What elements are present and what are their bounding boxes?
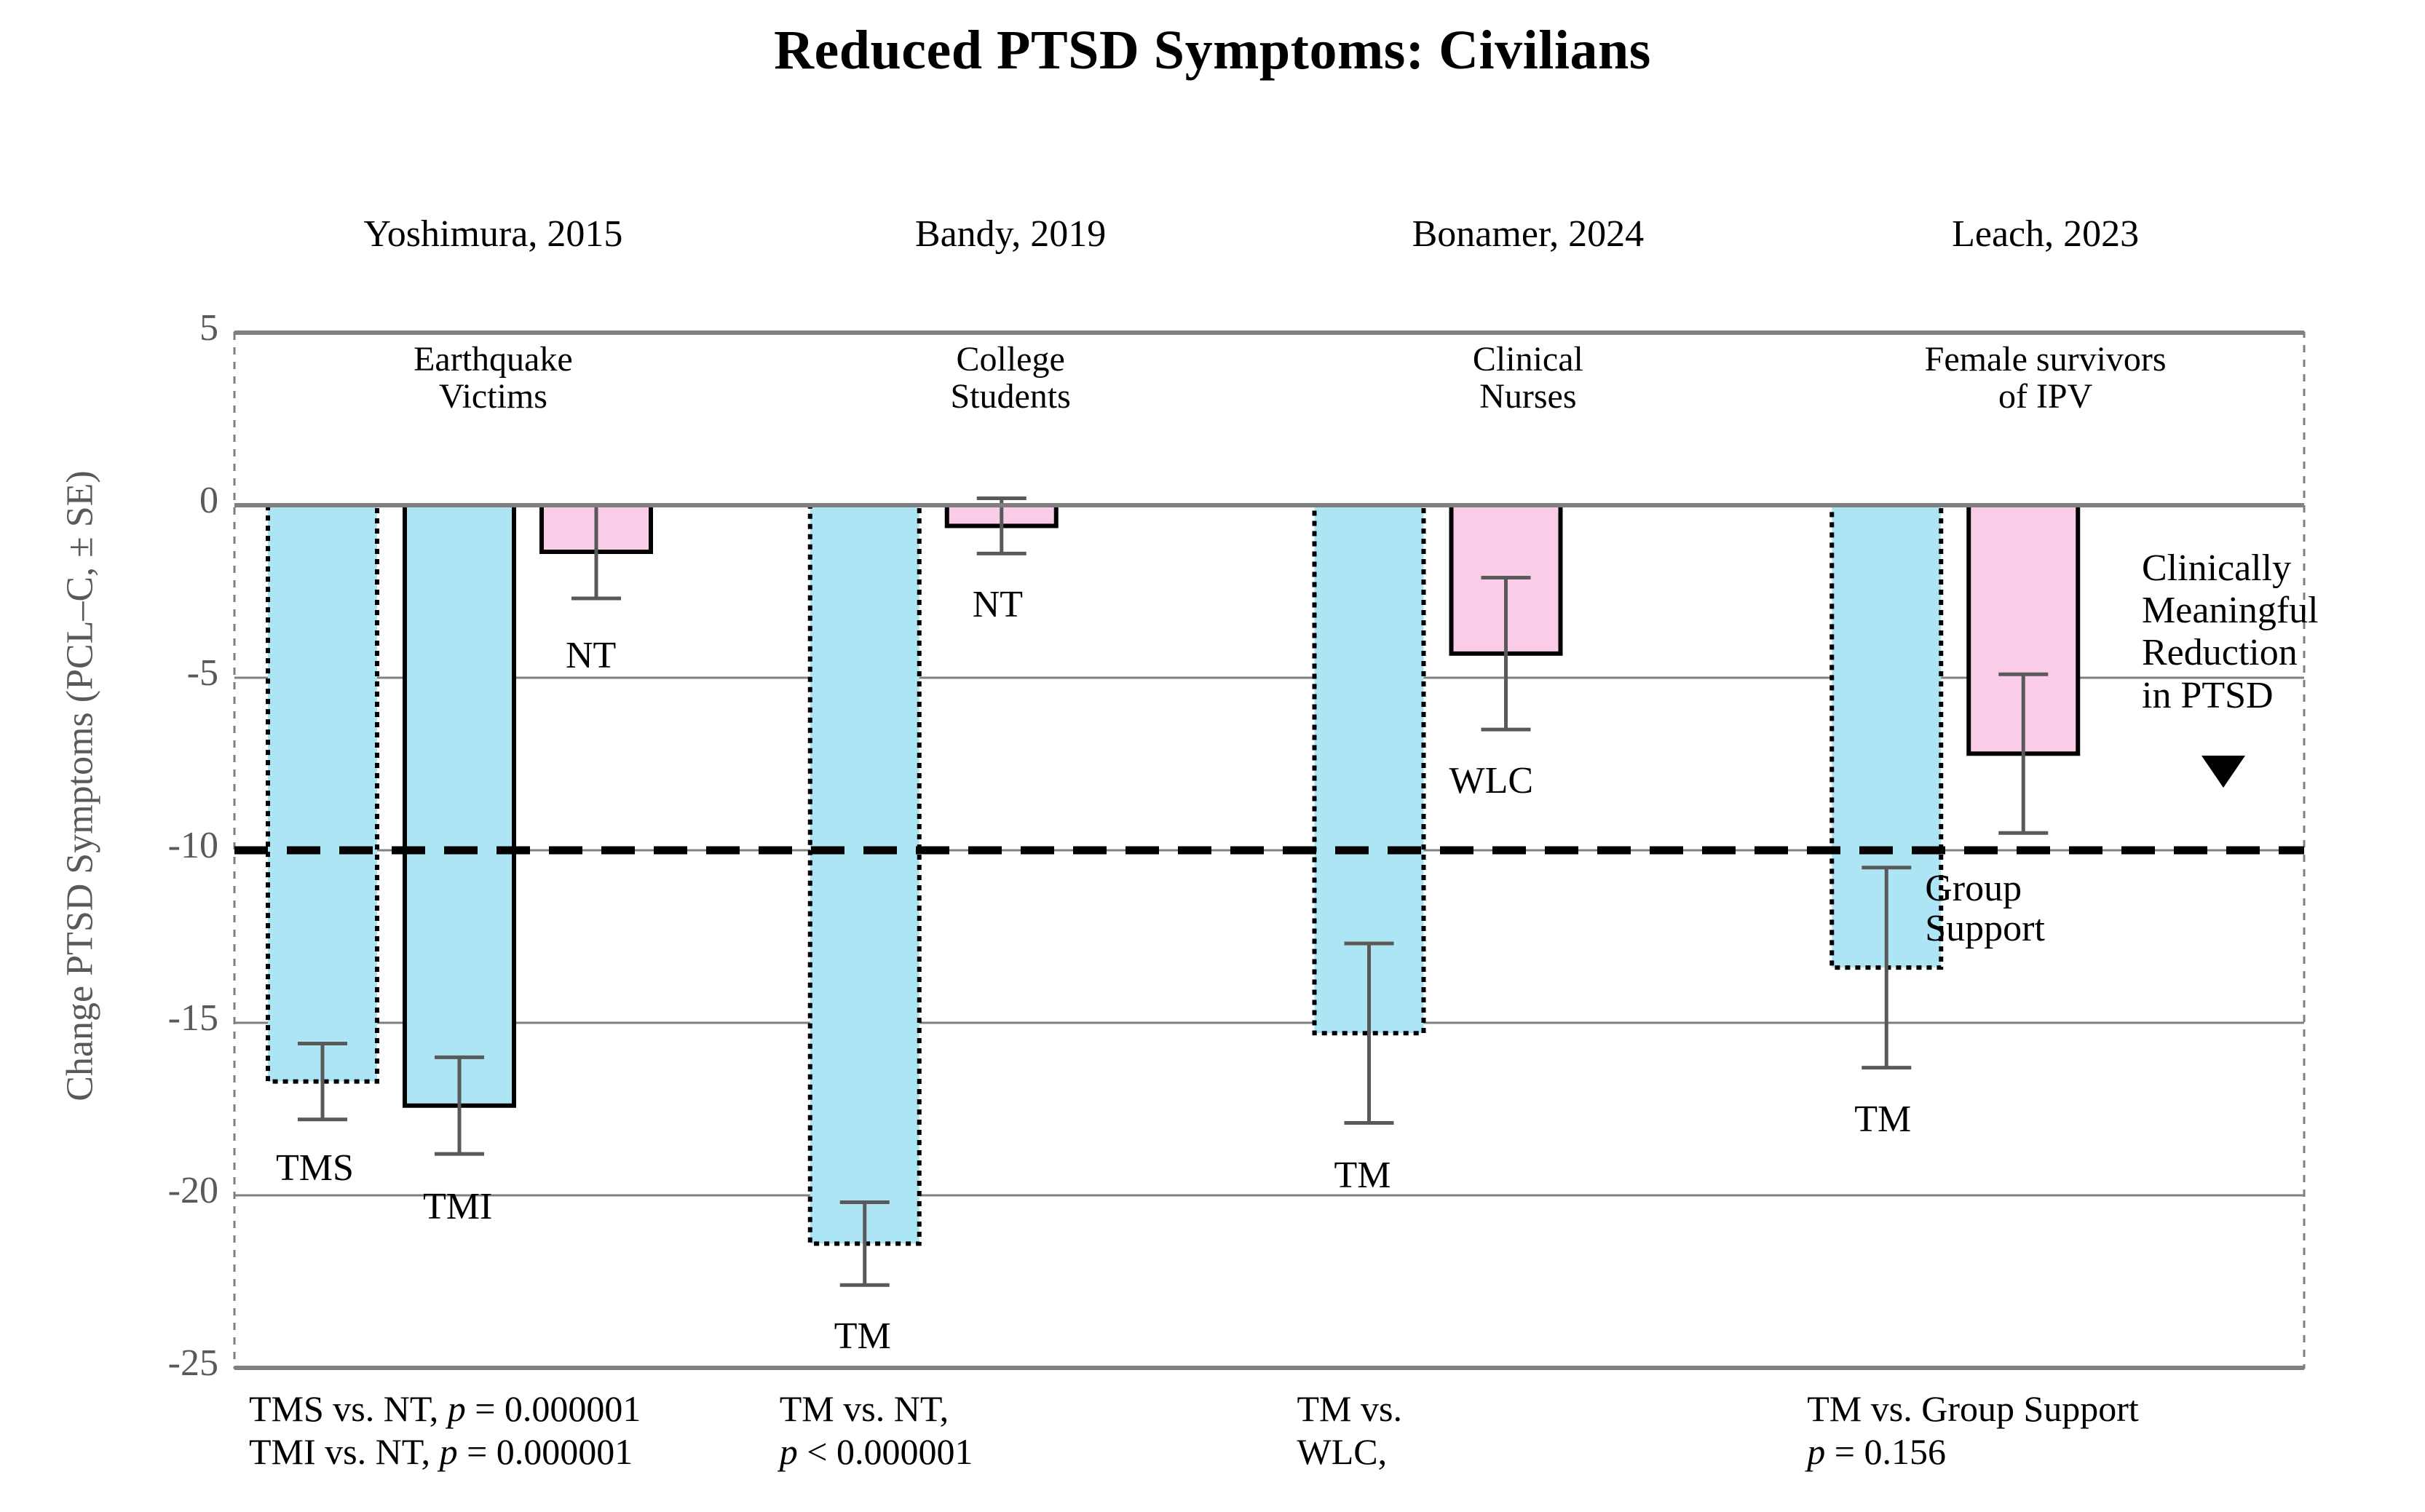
down-triangle-icon xyxy=(2202,756,2245,788)
y-tick--10: -10 xyxy=(167,825,218,866)
bar-label-tm-4: TM xyxy=(1854,1098,1912,1140)
bar-label-tms: TMS xyxy=(276,1147,354,1189)
bar-yoshimura-tms[interactable] xyxy=(266,503,379,1084)
y-tick--25: -25 xyxy=(167,1342,218,1384)
bar-label-nt-1: NT xyxy=(566,634,617,676)
page-title: Reduced PTSD Symptoms: Civilians xyxy=(774,20,1651,81)
bar-yoshimura-tmi[interactable] xyxy=(403,503,516,1108)
y-tick--20: -20 xyxy=(167,1170,218,1211)
study-citation-2: Bandy, 2019 xyxy=(914,213,1107,255)
bar-label-nt-2: NT xyxy=(972,584,1024,626)
y-tick-5: 5 xyxy=(199,307,218,349)
bar-label-tm-2: TM xyxy=(834,1315,891,1358)
y-tick-0: 0 xyxy=(199,480,218,521)
bar-label-tmi: TMI xyxy=(423,1186,493,1228)
bar-label-wlc: WLC xyxy=(1449,760,1534,802)
bar-bandy-tm[interactable] xyxy=(807,503,922,1246)
study-citation-1: Yoshimura, 2015 xyxy=(363,213,623,255)
footnote-2: TM vs. NT,p < 0.000001 xyxy=(779,1388,973,1472)
study-citation-4: Leach, 2023 xyxy=(1952,213,2140,255)
y-tick--5: -5 xyxy=(186,652,218,694)
bar-label-tm-3: TM xyxy=(1334,1155,1391,1197)
y-tick--15: -15 xyxy=(167,997,218,1039)
study-citation-3: Bonamer, 2024 xyxy=(1412,213,1645,255)
footnote-3: TM vs.WLC, xyxy=(1297,1388,1402,1472)
